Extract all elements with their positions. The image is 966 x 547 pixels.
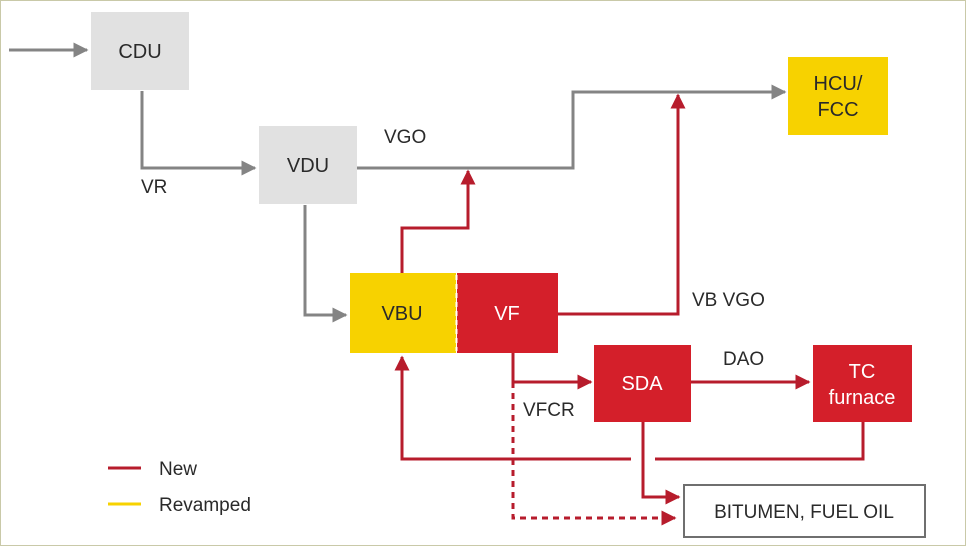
furnace-label: furnace xyxy=(829,387,896,409)
cdu-unit[interactable]: CDU xyxy=(91,12,189,90)
vr-label: VR xyxy=(141,177,167,198)
stream-labels: VR VGO VB VGO DAO VFCR xyxy=(141,127,765,421)
legend-new-label: New xyxy=(159,459,197,480)
existing-flow-lines xyxy=(9,42,787,323)
tc-label: TC xyxy=(849,361,876,383)
sda-unit[interactable]: SDA xyxy=(594,345,691,422)
vdu-unit[interactable]: VDU xyxy=(259,126,357,204)
cdu-label: CDU xyxy=(118,41,161,63)
vbu-label: VBU xyxy=(381,303,422,325)
sda-to-bitumen-line xyxy=(641,421,681,505)
tc-recycle-line xyxy=(655,421,865,461)
vf-unit[interactable]: VF xyxy=(455,273,559,353)
bitumen-fuel-oil-output[interactable]: BITUMEN, FUEL OIL xyxy=(683,484,926,538)
vfcr-label: VFCR xyxy=(523,400,575,421)
legend: New Revamped xyxy=(108,459,251,516)
vbu-unit[interactable]: VBU xyxy=(350,273,456,353)
new-flow-lines xyxy=(394,93,865,526)
vf-to-hcu-vbvgo-line xyxy=(558,93,686,316)
hcu-label: HCU/ xyxy=(814,73,863,95)
hcu-fcc-unit[interactable]: HCU/ FCC xyxy=(788,57,888,135)
legend-revamped-label: Revamped xyxy=(159,495,251,516)
tc-furnace-unit[interactable]: TC furnace xyxy=(813,345,912,422)
cdu-to-vdu-vr-line xyxy=(140,91,257,176)
vf-to-bitumen-dashed-line xyxy=(511,382,677,526)
vdu-to-hcu-vgo-line xyxy=(357,84,787,170)
bitumen-fuel-oil-label: BITUMEN, FUEL OIL xyxy=(714,502,894,523)
fcc-label: FCC xyxy=(817,99,858,121)
vbu-to-vgo-line xyxy=(400,169,476,273)
vb-vgo-label: VB VGO xyxy=(692,290,765,311)
recycle-to-vbu-line xyxy=(394,355,631,461)
dao-label: DAO xyxy=(723,349,764,370)
vdu-label: VDU xyxy=(287,155,329,177)
vdu-to-vbu-line xyxy=(303,205,348,323)
sda-label: SDA xyxy=(621,373,663,395)
vf-label: VF xyxy=(494,303,520,325)
vgo-label: VGO xyxy=(384,127,426,148)
unit-boxes: CDU VDU HCU/ FCC VBU VF SDA TC furnace xyxy=(91,12,926,538)
vf-to-sda-vfcr-line xyxy=(511,352,593,390)
